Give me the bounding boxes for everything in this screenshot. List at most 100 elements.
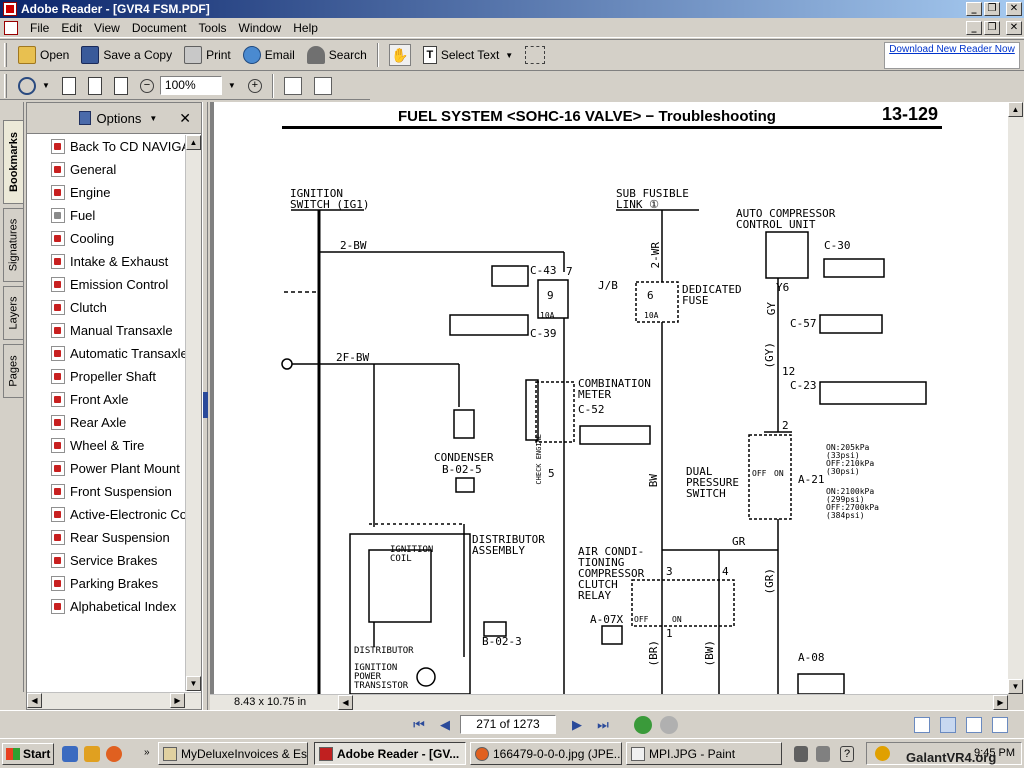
select-text-button[interactable]: T Select Text ▼: [417, 42, 519, 68]
bookmark-item[interactable]: Front Suspension: [51, 481, 172, 501]
facing-view-icon[interactable]: [966, 717, 982, 733]
menu-edit[interactable]: Edit: [61, 20, 83, 35]
single-page-view-icon[interactable]: [914, 717, 930, 733]
bookmark-item[interactable]: Rear Suspension: [51, 527, 170, 547]
continuous-facing-view-icon[interactable]: [992, 717, 1008, 733]
panel-splitter[interactable]: [202, 102, 208, 710]
scroll-down-arrow-icon[interactable]: ▼: [1008, 679, 1023, 694]
tab-pages[interactable]: Pages: [3, 344, 23, 398]
options-menu[interactable]: Options: [96, 110, 142, 126]
document-view[interactable]: FUEL SYSTEM <SOHC-16 VALVE> − Troublesho…: [210, 102, 1008, 694]
print-button[interactable]: Print: [178, 42, 237, 68]
splitter-handle[interactable]: [203, 392, 208, 418]
doc-minimize-button[interactable]: _: [966, 20, 982, 35]
page-number-input[interactable]: 271 of 1273: [460, 715, 556, 734]
document-horizontal-scrollbar[interactable]: 8.43 x 10.75 in ◀ ▶: [210, 694, 1008, 710]
bookmark-item[interactable]: Fuel: [51, 205, 95, 225]
bookmark-item[interactable]: Power Plant Mount: [51, 458, 180, 478]
fit-page-button[interactable]: [82, 73, 108, 99]
save-copy-button[interactable]: Save a Copy: [75, 42, 178, 68]
chevron-down-icon[interactable]: ▼: [149, 113, 158, 123]
bookmarks-horizontal-scrollbar[interactable]: ◀ ▶: [27, 692, 201, 709]
rotate-clockwise-button[interactable]: [278, 73, 308, 99]
close-icon[interactable]: ✕: [179, 109, 191, 126]
menu-view[interactable]: View: [94, 20, 120, 35]
menu-file[interactable]: File: [30, 20, 50, 35]
bookmark-item[interactable]: Clutch: [51, 297, 107, 317]
internet-explorer-icon[interactable]: [62, 746, 78, 762]
chevron-down-icon[interactable]: ▼: [42, 81, 50, 90]
scroll-up-arrow-icon[interactable]: ▲: [186, 135, 201, 150]
chevron-down-icon[interactable]: ▼: [227, 81, 236, 90]
bookmark-item[interactable]: Wheel & Tire: [51, 435, 144, 455]
scroll-left-arrow-icon[interactable]: ◀: [338, 695, 353, 710]
go-back-icon[interactable]: [634, 716, 652, 734]
scroll-left-arrow-icon[interactable]: ◀: [27, 693, 42, 708]
bookmark-item[interactable]: Alphabetical Index: [51, 596, 176, 616]
start-button[interactable]: Start: [2, 743, 54, 765]
download-new-reader-link[interactable]: Download New Reader Now: [884, 42, 1020, 69]
bookmark-item[interactable]: Front Axle: [51, 389, 129, 409]
zoom-in-button[interactable]: +: [242, 73, 268, 99]
bookmark-item[interactable]: Active-Electronic Control Suspension: [51, 504, 187, 524]
first-page-icon[interactable]: ⏮: [413, 717, 425, 732]
taskbar-button-adobe-reader[interactable]: Adobe Reader - [GV...: [314, 742, 466, 765]
tab-layers[interactable]: Layers: [3, 286, 23, 340]
chevron-right-icon[interactable]: »: [144, 747, 150, 758]
hand-tool-button[interactable]: ✋: [383, 42, 417, 68]
bookmark-item[interactable]: Automatic Transaxle: [51, 343, 187, 363]
taskbar-button-paint[interactable]: MPI.JPG - Paint: [626, 742, 782, 765]
tab-bookmarks[interactable]: Bookmarks: [3, 120, 23, 204]
menu-window[interactable]: Window: [238, 20, 282, 35]
next-page-icon[interactable]: ▶: [572, 717, 582, 732]
previous-page-icon[interactable]: ◀: [440, 717, 450, 732]
bookmark-item[interactable]: Manual Transaxle: [51, 320, 173, 340]
bookmark-item[interactable]: Service Brakes: [51, 550, 157, 570]
bookmark-item[interactable]: Cooling: [51, 228, 114, 248]
bookmark-item[interactable]: General: [51, 159, 116, 179]
help-icon[interactable]: ?: [840, 746, 854, 762]
network-icon[interactable]: [816, 746, 830, 762]
open-button[interactable]: Open: [12, 42, 75, 68]
bookmark-item[interactable]: Propeller Shaft: [51, 366, 156, 386]
zoom-out-button[interactable]: −: [134, 73, 160, 99]
scroll-right-arrow-icon[interactable]: ▶: [170, 693, 185, 708]
quicklaunch-app-icon[interactable]: [84, 746, 100, 762]
firefox-icon[interactable]: [106, 746, 122, 762]
chevron-down-icon[interactable]: ▼: [505, 50, 514, 60]
tray-app-icon[interactable]: [875, 746, 890, 761]
bookmarks-vertical-scrollbar[interactable]: ▲ ▼: [185, 135, 201, 691]
restore-button[interactable]: ❐: [984, 2, 1000, 16]
toolbar-grip[interactable]: [4, 43, 7, 67]
zoom-level-input[interactable]: 100%: [159, 76, 222, 95]
tab-signatures[interactable]: Signatures: [3, 208, 23, 282]
rotate-counterclockwise-button[interactable]: [308, 73, 338, 99]
snapshot-tool-button[interactable]: [519, 42, 551, 68]
close-button[interactable]: ✕: [1006, 2, 1022, 16]
doc-restore-button[interactable]: ❐: [984, 20, 1000, 35]
toolbar-grip[interactable]: [4, 73, 7, 98]
bookmark-item[interactable]: Rear Axle: [51, 412, 126, 432]
bookmark-item[interactable]: Intake & Exhaust: [51, 251, 168, 271]
scroll-up-arrow-icon[interactable]: ▲: [1008, 102, 1023, 117]
actual-size-button[interactable]: [56, 73, 82, 99]
bookmark-item[interactable]: Engine: [51, 182, 110, 202]
scroll-down-arrow-icon[interactable]: ▼: [186, 676, 201, 691]
menu-help[interactable]: Help: [293, 20, 318, 35]
taskbar-button-jpeg-viewer[interactable]: 166479-0-0-0.jpg (JPE...: [470, 742, 622, 765]
document-vertical-scrollbar[interactable]: ▲ ▼: [1008, 102, 1024, 694]
bookmark-item[interactable]: Parking Brakes: [51, 573, 158, 593]
search-button[interactable]: Search: [301, 42, 373, 68]
bookmark-item[interactable]: Emission Control: [51, 274, 168, 294]
scroll-right-arrow-icon[interactable]: ▶: [993, 695, 1008, 710]
fit-width-button[interactable]: [108, 73, 134, 99]
email-button[interactable]: Email: [237, 42, 301, 68]
menu-document[interactable]: Document: [131, 20, 187, 35]
tool-icon[interactable]: [794, 746, 808, 762]
bookmark-item[interactable]: Back To CD NAVIGATION: [51, 136, 187, 156]
continuous-view-icon[interactable]: [940, 717, 956, 733]
zoom-in-tool-button[interactable]: ▼: [12, 73, 56, 99]
minimize-button[interactable]: _: [966, 2, 982, 16]
last-page-icon[interactable]: ⏭: [597, 717, 609, 732]
taskbar-button-mydeluxeinvoices[interactable]: MyDeluxeInvoices & Es...: [158, 742, 308, 765]
